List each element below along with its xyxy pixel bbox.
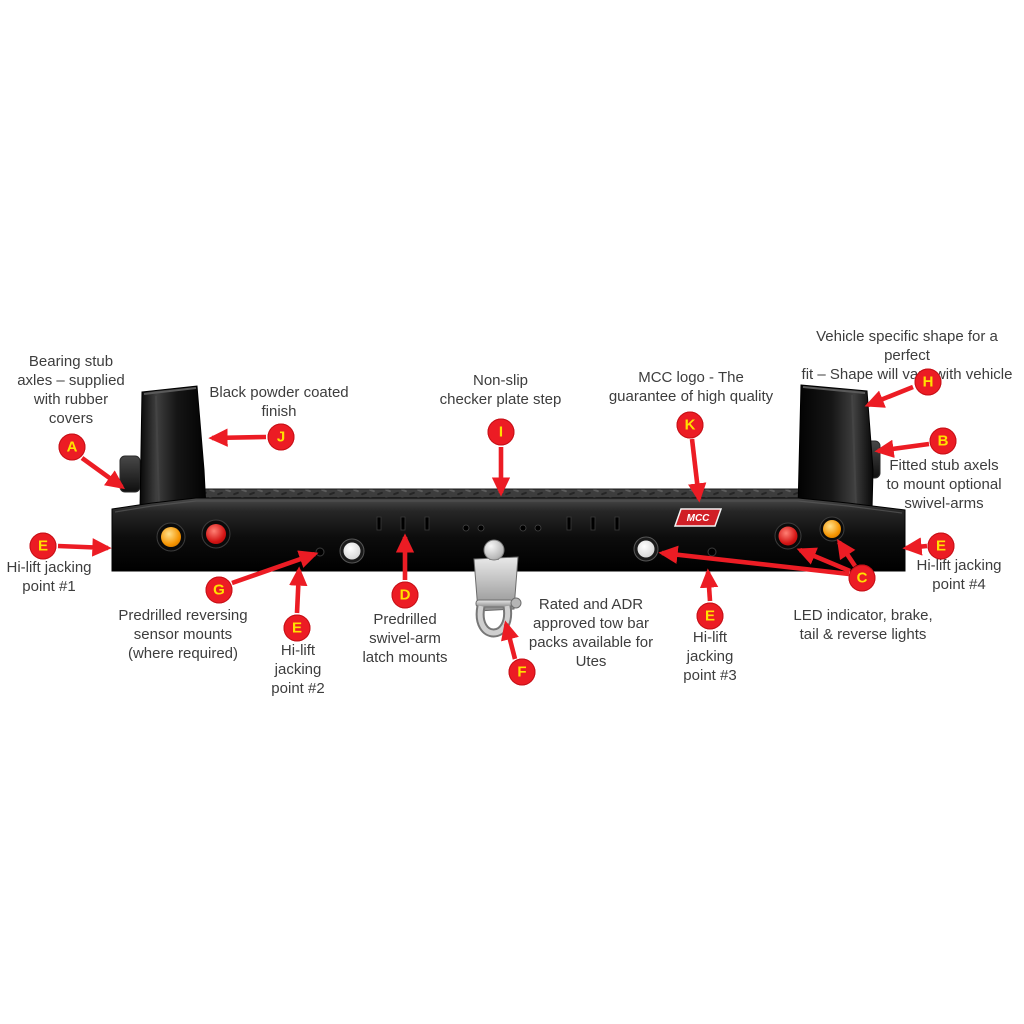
mcc-logo: MCC (673, 508, 723, 527)
mcc-logo-text: MCC (687, 513, 711, 524)
shackle-bow (477, 605, 511, 636)
label-fitted-stub-axels: Fitted stub axels to mount optional swiv… (886, 457, 1002, 512)
label-tow-bar-packs: Rated and ADR approved tow bar packs ava… (528, 596, 654, 670)
bar-top-edge-highlight (114, 500, 903, 514)
tow-bar-hitch (473, 539, 522, 638)
callout-E1: E (29, 532, 57, 560)
label-jacking-point-4: Hi-lift jacking point #4 (916, 557, 1002, 593)
callout-E3: E (696, 602, 724, 630)
label-jacking-point-2: Hi-lift jacking point #2 (271, 642, 325, 697)
label-jacking-point-1: Hi-lift jacking point #1 (6, 559, 92, 595)
label-reversing-sensors: Predrilled reversing sensor mounts (wher… (118, 607, 248, 662)
bumper-wing-left (139, 385, 207, 510)
label-led-lights: LED indicator, brake, tail & reverse lig… (793, 607, 933, 643)
callout-E4: E (927, 532, 955, 560)
wing-left-top-highlight (143, 387, 197, 395)
wing-right-gloss (851, 394, 857, 506)
callout-I: I (487, 418, 515, 446)
reversing-sensor-mount-hole (315, 547, 325, 557)
tail-light-amber-right (819, 516, 845, 542)
label-black-powder-coat: Black powder coated finish (209, 384, 349, 420)
shackle-pin-knob (510, 597, 522, 609)
label-swivel-arm-latch: Predrilled swivel-arm latch mounts (362, 611, 448, 666)
tow-bolt-holes (462, 524, 542, 532)
callout-D: D (391, 581, 419, 609)
callout-K: K (676, 411, 704, 439)
tail-light-amber-left (156, 522, 186, 552)
label-jacking-point-3: Hi-lift jacking point #3 (683, 629, 737, 684)
callout-F: F (508, 658, 536, 686)
wing-left-gloss (155, 395, 160, 506)
callout-J: J (267, 423, 295, 451)
tail-light-red-right (774, 522, 802, 550)
tow-ball (483, 539, 505, 561)
label-bearing-stub-axles: Bearing stub axles – supplied with rubbe… (17, 353, 125, 427)
hitch-tongue (473, 556, 519, 612)
reverse-light-left (339, 538, 365, 564)
tail-light-red-left (201, 519, 231, 549)
latch-mount-slots-left (376, 516, 430, 531)
callout-C: C (848, 564, 876, 592)
callout-H: H (914, 368, 942, 396)
stub-axle-left (119, 455, 141, 493)
callout-A: A (58, 433, 86, 461)
reverse-light-right (633, 536, 659, 562)
bumper-wing-right (797, 384, 874, 510)
label-checker-plate-step: Non-slip checker plate step (439, 372, 562, 408)
callout-B: B (929, 427, 957, 455)
wing-right-top-highlight (802, 386, 866, 394)
label-vehicle-specific: Vehicle specific shape for a perfect fit… (801, 328, 1013, 383)
label-mcc-logo: MCC logo - The guarantee of high quality (608, 369, 774, 405)
latch-mount-slots-right (566, 516, 620, 531)
callout-E2: E (283, 614, 311, 642)
reversing-sensor-mount-hole-right (707, 547, 717, 557)
callout-G: G (205, 576, 233, 604)
